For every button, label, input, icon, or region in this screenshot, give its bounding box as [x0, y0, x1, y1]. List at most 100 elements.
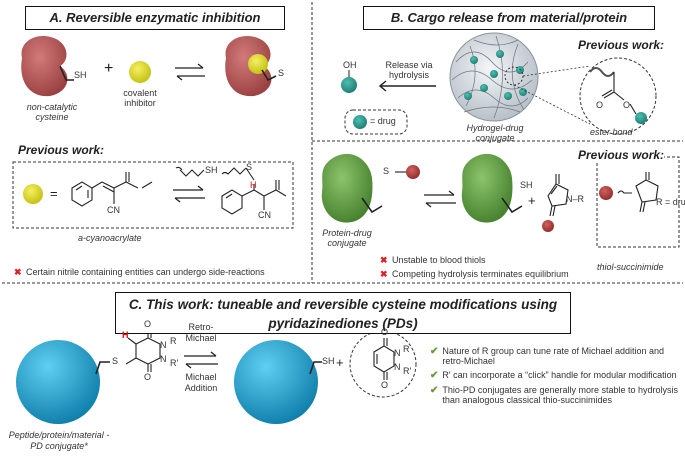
ester-bond-structure [589, 67, 647, 124]
panel-a-title: A. Reversible enzymatic inhibition [25, 6, 285, 30]
plus-sign-b: + [528, 193, 536, 208]
o-label-c3: O [381, 327, 389, 337]
pyridazinedione-structure [373, 338, 395, 380]
panel-c-title-line2: pyridazinediones (PDs) [268, 316, 418, 331]
thiol-fragment [175, 166, 205, 177]
r-prime-label-c: R′ [170, 358, 179, 368]
note-a-text: Certain nitrile containing entities can … [26, 267, 265, 277]
list-item: ✔ Thio-PD conjugates are generally more … [430, 385, 680, 405]
bullet-text-1: Nature of R group can tune rate of Micha… [442, 346, 665, 366]
maleimide-n-r: N–R [566, 194, 585, 204]
label-hydrogel: Hydrogel-drug conjugate [466, 123, 524, 143]
panel-c-title-line1: C. This work: tuneable and reversible cy… [128, 297, 558, 312]
drug-legend-sphere [353, 115, 367, 129]
label-protein-drug: Protein-drug conjugate [322, 228, 372, 248]
list-item: ✔ Nature of R group can tune rate of Mic… [430, 346, 680, 366]
previous-work-b-bottom: Previous work: [578, 148, 665, 162]
hydrogel-sphere [449, 32, 591, 125]
equals-a: = [50, 186, 58, 201]
enzyme-inhibitor-complex [225, 36, 277, 97]
label-covalent-inhibitor: covalent inhibitor [123, 88, 157, 108]
cn-label-a1: CN [107, 205, 120, 215]
retro-michael-label: Retro-Michael [185, 322, 217, 343]
cyanoacrylate-structure [71, 172, 153, 207]
note-b1-text: Unstable to blood thiols [392, 255, 486, 265]
peptide-pd-conjugate [16, 340, 110, 424]
sh-label: SH [74, 70, 87, 80]
note-a: ✖ Certain nitrile containing entities ca… [14, 262, 265, 280]
succinimide-r: R = drug [656, 197, 685, 207]
oh-label: OH [343, 60, 357, 70]
drug-legend-text: = drug [370, 116, 396, 126]
previous-work-a: Previous work: [18, 143, 105, 157]
sh-label-thiol: SH [205, 165, 218, 175]
label-cyanoacrylate: a-cyanoacrylate [78, 233, 142, 243]
n-label-c2: N [160, 354, 167, 364]
o-label-2: O [623, 100, 631, 110]
cn-label-a2: CN [258, 210, 271, 220]
previous-work-b-top: Previous work: [578, 38, 665, 52]
note-b2: ✖ Competing hydrolysis terminates equili… [380, 264, 569, 282]
pyridazinedione-adduct-structure [125, 330, 161, 372]
r-prime-label-c2: R′ [403, 366, 412, 376]
o-label-c2: O [144, 372, 152, 382]
panel-dividers [2, 2, 683, 284]
s-label-adduct: S [246, 162, 253, 172]
label-pd-conjugate: Peptide/protein/material - PD conjugate* [8, 430, 110, 451]
michael-addition-label: Michael Addition [184, 372, 218, 393]
s-label-c: S [112, 356, 119, 366]
r-label-c: R [170, 336, 177, 346]
list-item: ✔ R′ can incorporate a “click” handle fo… [430, 370, 680, 381]
cross-mark-icon: ✖ [380, 269, 388, 279]
release-arrow-icon [378, 80, 436, 92]
note-b2-text: Competing hydrolysis terminates equilibr… [392, 269, 569, 279]
plus-sign-c: + [336, 355, 344, 370]
s-label: S [278, 68, 285, 78]
equilibrium-arrows-icon [184, 351, 218, 369]
n-label-c4: N [394, 362, 401, 372]
cross-mark-icon: ✖ [14, 267, 22, 277]
bullet-text-3: Thio-PD conjugates are generally more st… [442, 385, 679, 405]
o-label-c4: O [381, 380, 389, 390]
free-protein [461, 153, 523, 223]
free-peptide [234, 340, 322, 424]
maleimide-structure [542, 174, 569, 232]
drug-red-sphere [599, 186, 613, 200]
check-mark-icon: ✔ [430, 385, 439, 396]
label-ester-bond: ester bond [590, 127, 633, 137]
inhibitor-legend-sphere [23, 184, 43, 204]
sh-label-b: SH [520, 180, 533, 190]
panel-b-title: B. Cargo release from material/protein [363, 6, 655, 30]
o-label-c1: O [144, 319, 152, 329]
h-label-c: H [122, 330, 129, 340]
r-label-c2: R [403, 344, 410, 354]
s-label-b: S [383, 166, 390, 176]
plus-sign: + [104, 60, 114, 77]
released-drug [341, 70, 357, 93]
cross-mark-icon: ✖ [380, 255, 388, 265]
drug-legend-box [344, 109, 408, 135]
note-b1: ✖ Unstable to blood thiols [380, 250, 486, 268]
equilibrium-arrows-icon [424, 190, 456, 208]
prev-work-box-a [12, 161, 294, 229]
o-label-1: O [596, 100, 604, 110]
enzyme-cysteine [21, 36, 74, 97]
equilibrium-arrows-icon [175, 63, 205, 81]
covalent-inhibitor-sphere [129, 61, 151, 83]
adduct-structure [221, 167, 287, 215]
h-label-adduct: H [250, 180, 257, 190]
n-label-c1: N [160, 340, 167, 350]
bullet-list: ✔ Nature of R group can tune rate of Mic… [430, 346, 680, 405]
check-mark-icon: ✔ [430, 370, 439, 381]
n-label-c3: N [394, 348, 401, 358]
equilibrium-arrows-icon [173, 185, 205, 203]
label-thiol-succinimide: thiol-succinimide [597, 262, 664, 272]
release-label: Release via hydrolysis [385, 60, 433, 80]
label-non-catalytic-cysteine: non-catalytic cysteine [26, 102, 78, 122]
protein-drug-conjugate [321, 153, 420, 223]
sh-label-c: SH [322, 356, 335, 366]
bullet-text-2: R′ can incorporate a “click” handle for … [442, 370, 677, 380]
panel-c-title: C. This work: tuneable and reversible cy… [115, 292, 571, 334]
